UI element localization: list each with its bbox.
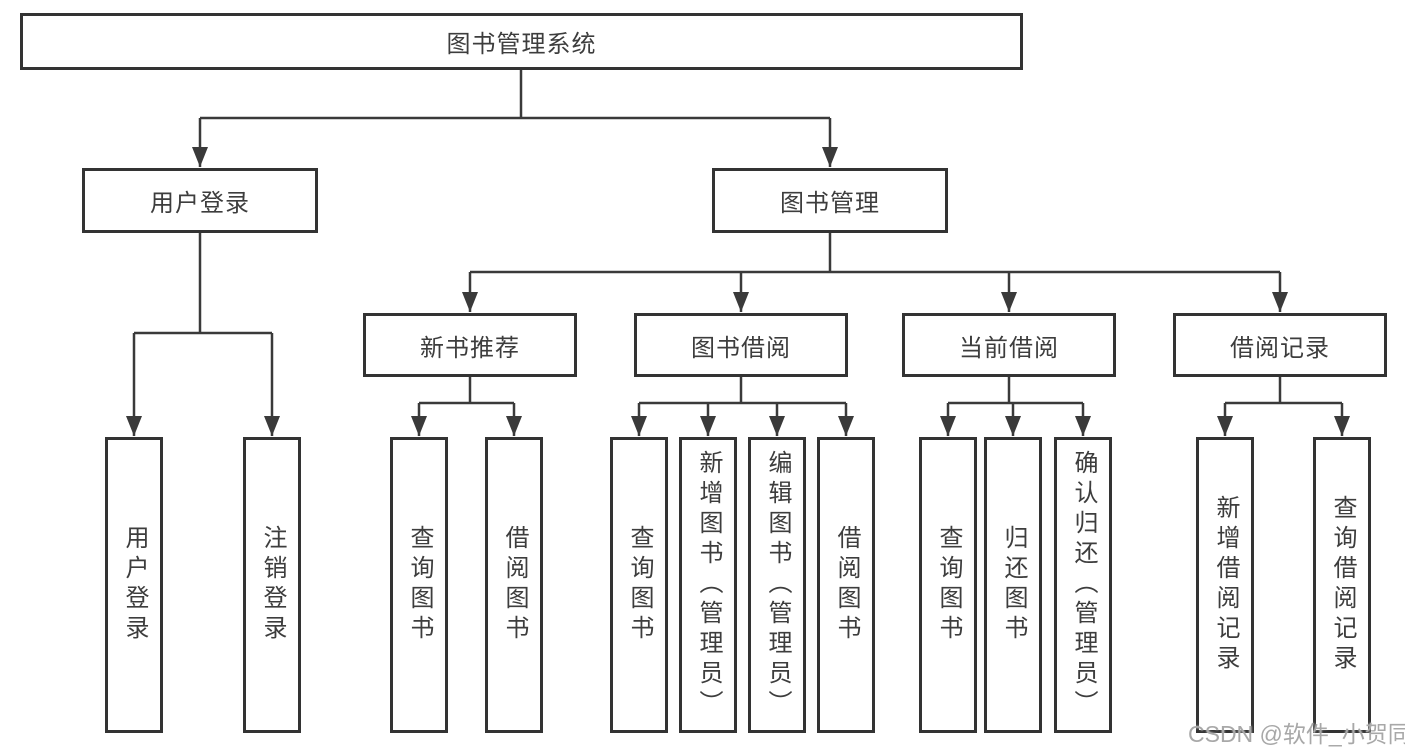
node-label: 新增借阅记录 — [1212, 495, 1239, 675]
node-label: 当前借阅 — [959, 334, 1059, 362]
node-label: 查询图书 — [626, 525, 653, 645]
leaf-borrow-edit-books-admin: 编辑图书（管理员） — [748, 437, 806, 733]
node-label: 新书推荐 — [420, 334, 520, 362]
leaf-logout-login: 注销登录 — [243, 437, 301, 733]
csdn-watermark: CSDN @软件_小贺同学 — [1188, 721, 1405, 747]
leaf-borrow-add-books-admin: 新增图书（管理员） — [679, 437, 737, 733]
node-borrow-records: 借阅记录 — [1173, 313, 1387, 377]
node-label: 用户登录 — [150, 190, 250, 217]
leaf-user-login: 用户登录 — [105, 437, 163, 733]
leaf-borrow-borrow-books: 借阅图书 — [817, 437, 875, 733]
node-label: 注销登录 — [259, 525, 286, 645]
node-label: 借阅记录 — [1230, 334, 1330, 362]
leaf-current-return-books: 归还图书 — [984, 437, 1042, 733]
node-label: 查询图书 — [406, 525, 433, 645]
node-new-book-recommend: 新书推荐 — [363, 313, 577, 377]
leaf-newbooks-query-books: 查询图书 — [390, 437, 448, 733]
node-label: 图书管理 — [780, 190, 880, 217]
node-label: 借阅图书 — [833, 525, 860, 645]
leaf-current-query-books: 查询图书 — [919, 437, 977, 733]
leaf-current-confirm-return-admin: 确认归还（管理员） — [1054, 437, 1112, 733]
node-label: 新增图书（管理员） — [695, 450, 722, 720]
leaf-records-add-record: 新增借阅记录 — [1196, 437, 1254, 733]
node-label: 用户登录 — [121, 525, 148, 645]
node-label: 图书借阅 — [691, 334, 791, 362]
leaf-newbooks-borrow-books: 借阅图书 — [485, 437, 543, 733]
node-label: 查询图书 — [935, 525, 962, 645]
leaf-records-query-record: 查询借阅记录 — [1313, 437, 1371, 733]
node-root: 图书管理系统 — [20, 13, 1023, 70]
node-user-login: 用户登录 — [82, 168, 318, 233]
node-label: 借阅图书 — [501, 525, 528, 645]
leaf-borrow-query-books: 查询图书 — [610, 437, 668, 733]
node-label: 编辑图书（管理员） — [764, 450, 791, 720]
node-book-borrow: 图书借阅 — [634, 313, 848, 377]
node-label: 归还图书 — [1000, 525, 1027, 645]
node-book-management: 图书管理 — [712, 168, 948, 233]
node-label: 图书管理系统 — [446, 31, 597, 58]
node-label: 查询借阅记录 — [1329, 495, 1356, 675]
node-label: 确认归还（管理员） — [1070, 450, 1097, 720]
node-current-borrow: 当前借阅 — [902, 313, 1116, 377]
